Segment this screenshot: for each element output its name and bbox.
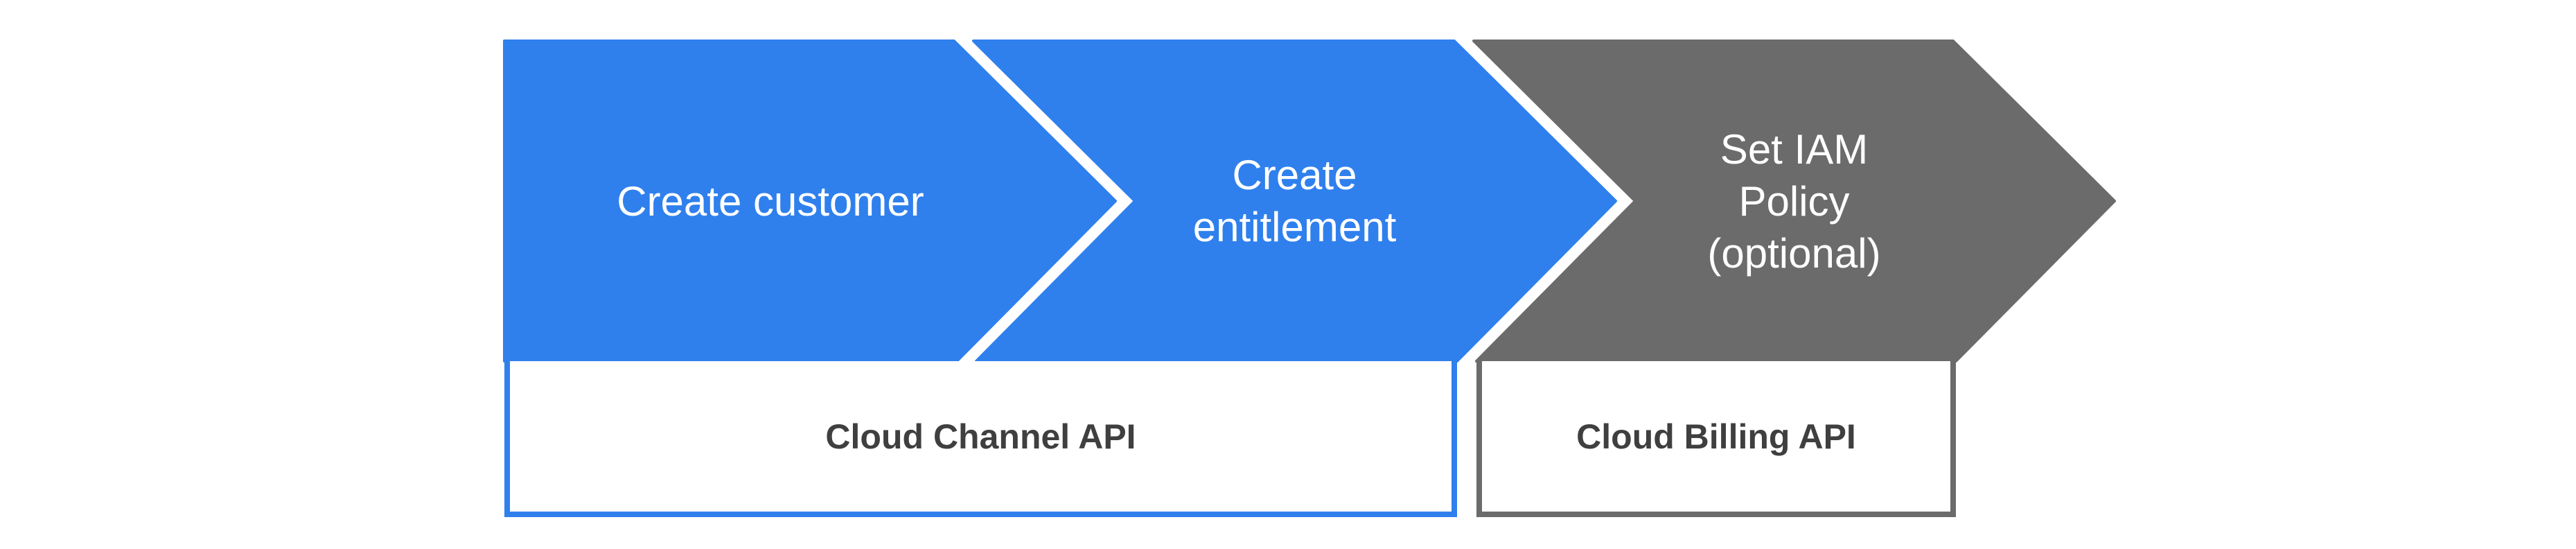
cloud-billing-api-box: Cloud Billing API [1476,361,1956,517]
cloud-billing-api-label: Cloud Billing API [1576,417,1856,456]
cloud-channel-api-label: Cloud Channel API [825,417,1136,456]
cloud-channel-api-box: Cloud Channel API [504,361,1457,517]
arrow-shape-create-customer [503,40,1117,363]
arrow-shape-create-entitlement [972,40,1617,363]
arrow-shape-set-iam-policy [1472,40,2116,363]
